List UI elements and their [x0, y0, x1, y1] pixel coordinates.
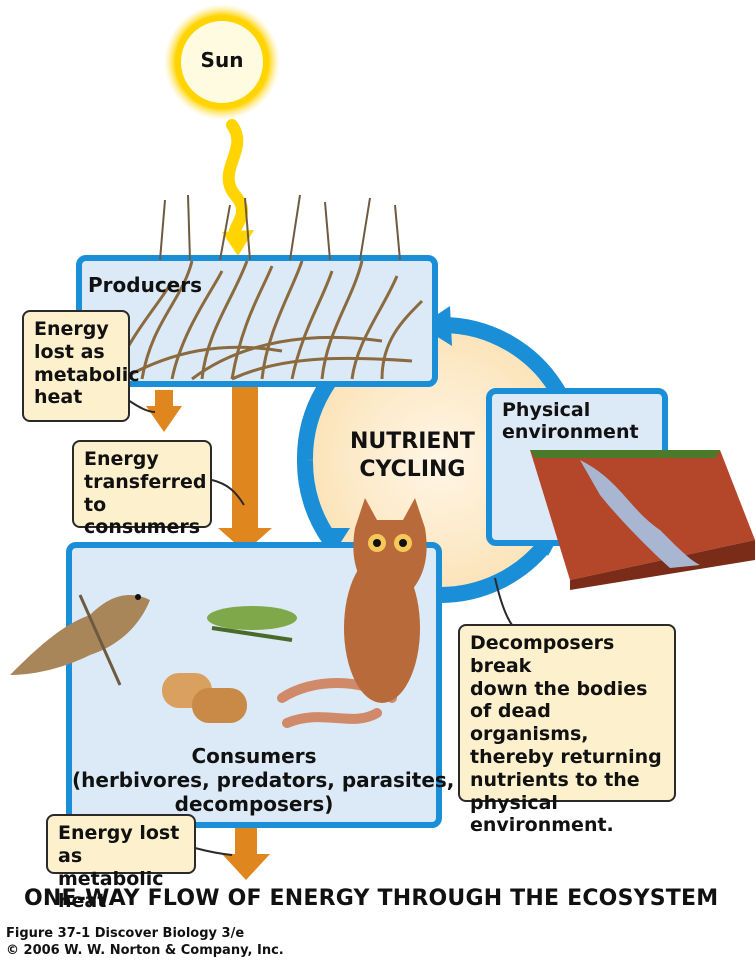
- callout-energy-lost-producers-line-1: Energy: [34, 318, 109, 340]
- sparrow-illustration: [10, 594, 150, 686]
- figure-caption: Figure 37-1 Discover Biology 3/e © 2006 …: [6, 926, 284, 960]
- physical-environment-label: Physical environment: [502, 399, 639, 444]
- consumers-subline-2: decomposers): [174, 792, 334, 816]
- sunlight-arrow: [222, 119, 254, 256]
- grass-tops: [159, 194, 401, 260]
- figure-caption-line-1: Figure 37-1 Discover Biology 3/e: [6, 926, 245, 941]
- consumers-title: Consumers: [191, 744, 317, 768]
- callout-energy-lost-producers-line-2: lost as: [34, 340, 105, 363]
- producers-label: Producers: [88, 273, 203, 297]
- nutrient-cycling-line-2: CYCLING: [359, 456, 466, 482]
- consumers-box: Consumers (herbivores, predators, parasi…: [66, 542, 455, 828]
- callout-energy-lost-producers-line-3: metabolic: [34, 363, 140, 386]
- callout-energy-lost-producers: Energy lost as metabolic heat: [22, 310, 140, 422]
- physical-environment-line-1: Physical: [502, 399, 591, 421]
- physical-environment-line-2: environment: [502, 420, 639, 443]
- callout-decomposers-line-3: of dead organisms,: [470, 700, 589, 746]
- callout-energy-lost-consumers-line-2: metabolic heat: [58, 867, 164, 913]
- callout-decomposers: Decomposers break down the bodies of dea…: [458, 624, 676, 836]
- callout-energy-lost-consumers-line-1: Energy lost as: [58, 822, 180, 867]
- callout-leaders: [127, 399, 513, 856]
- grasshopper-icon: [207, 606, 297, 642]
- grass-illustration: [110, 261, 424, 381]
- callout-energy-lost-producers-line-4: heat: [34, 386, 83, 409]
- callout-energy-lost-consumers: Energy lost as metabolic heat: [46, 814, 196, 912]
- diagram-title: ONE-WAY FLOW OF ENERGY THROUGH THE ECOSY…: [24, 886, 719, 911]
- sun-label: Sun: [200, 48, 244, 72]
- consumers-subline-1: (herbivores, predators, parasites,: [72, 768, 455, 792]
- callout-energy-transferred-line-1: Energy: [84, 448, 159, 470]
- nutrient-cycling-line-1: NUTRIENT: [350, 429, 475, 454]
- callout-energy-transferred-line-3: to consumers: [84, 493, 201, 539]
- callout-decomposers-line-6: physical environment.: [470, 791, 614, 837]
- figure-caption-line-2: © 2006 W. W. Norton & Company, Inc.: [6, 942, 284, 958]
- owl-head-illustration: [353, 498, 427, 608]
- larva-icon: [162, 673, 247, 723]
- sun-icon: [164, 4, 280, 120]
- callout-decomposers-line-1: Decomposers break: [470, 632, 615, 677]
- callout-decomposers-line-5: nutrients to the: [470, 768, 640, 791]
- consumers-label: Consumers (herbivores, predators, parasi…: [72, 744, 455, 816]
- callout-energy-transferred: Energy transferred to consumers: [72, 440, 212, 538]
- callout-decomposers-line-4: thereby returning: [470, 745, 662, 768]
- terrain-illustration: [530, 450, 755, 590]
- callout-decomposers-line-2: down the bodies: [470, 677, 648, 700]
- nutrient-cycling-label: NUTRIENT CYCLING: [350, 428, 475, 483]
- producers-box: Producers: [76, 255, 438, 387]
- callout-energy-transferred-line-2: transferred: [84, 470, 207, 493]
